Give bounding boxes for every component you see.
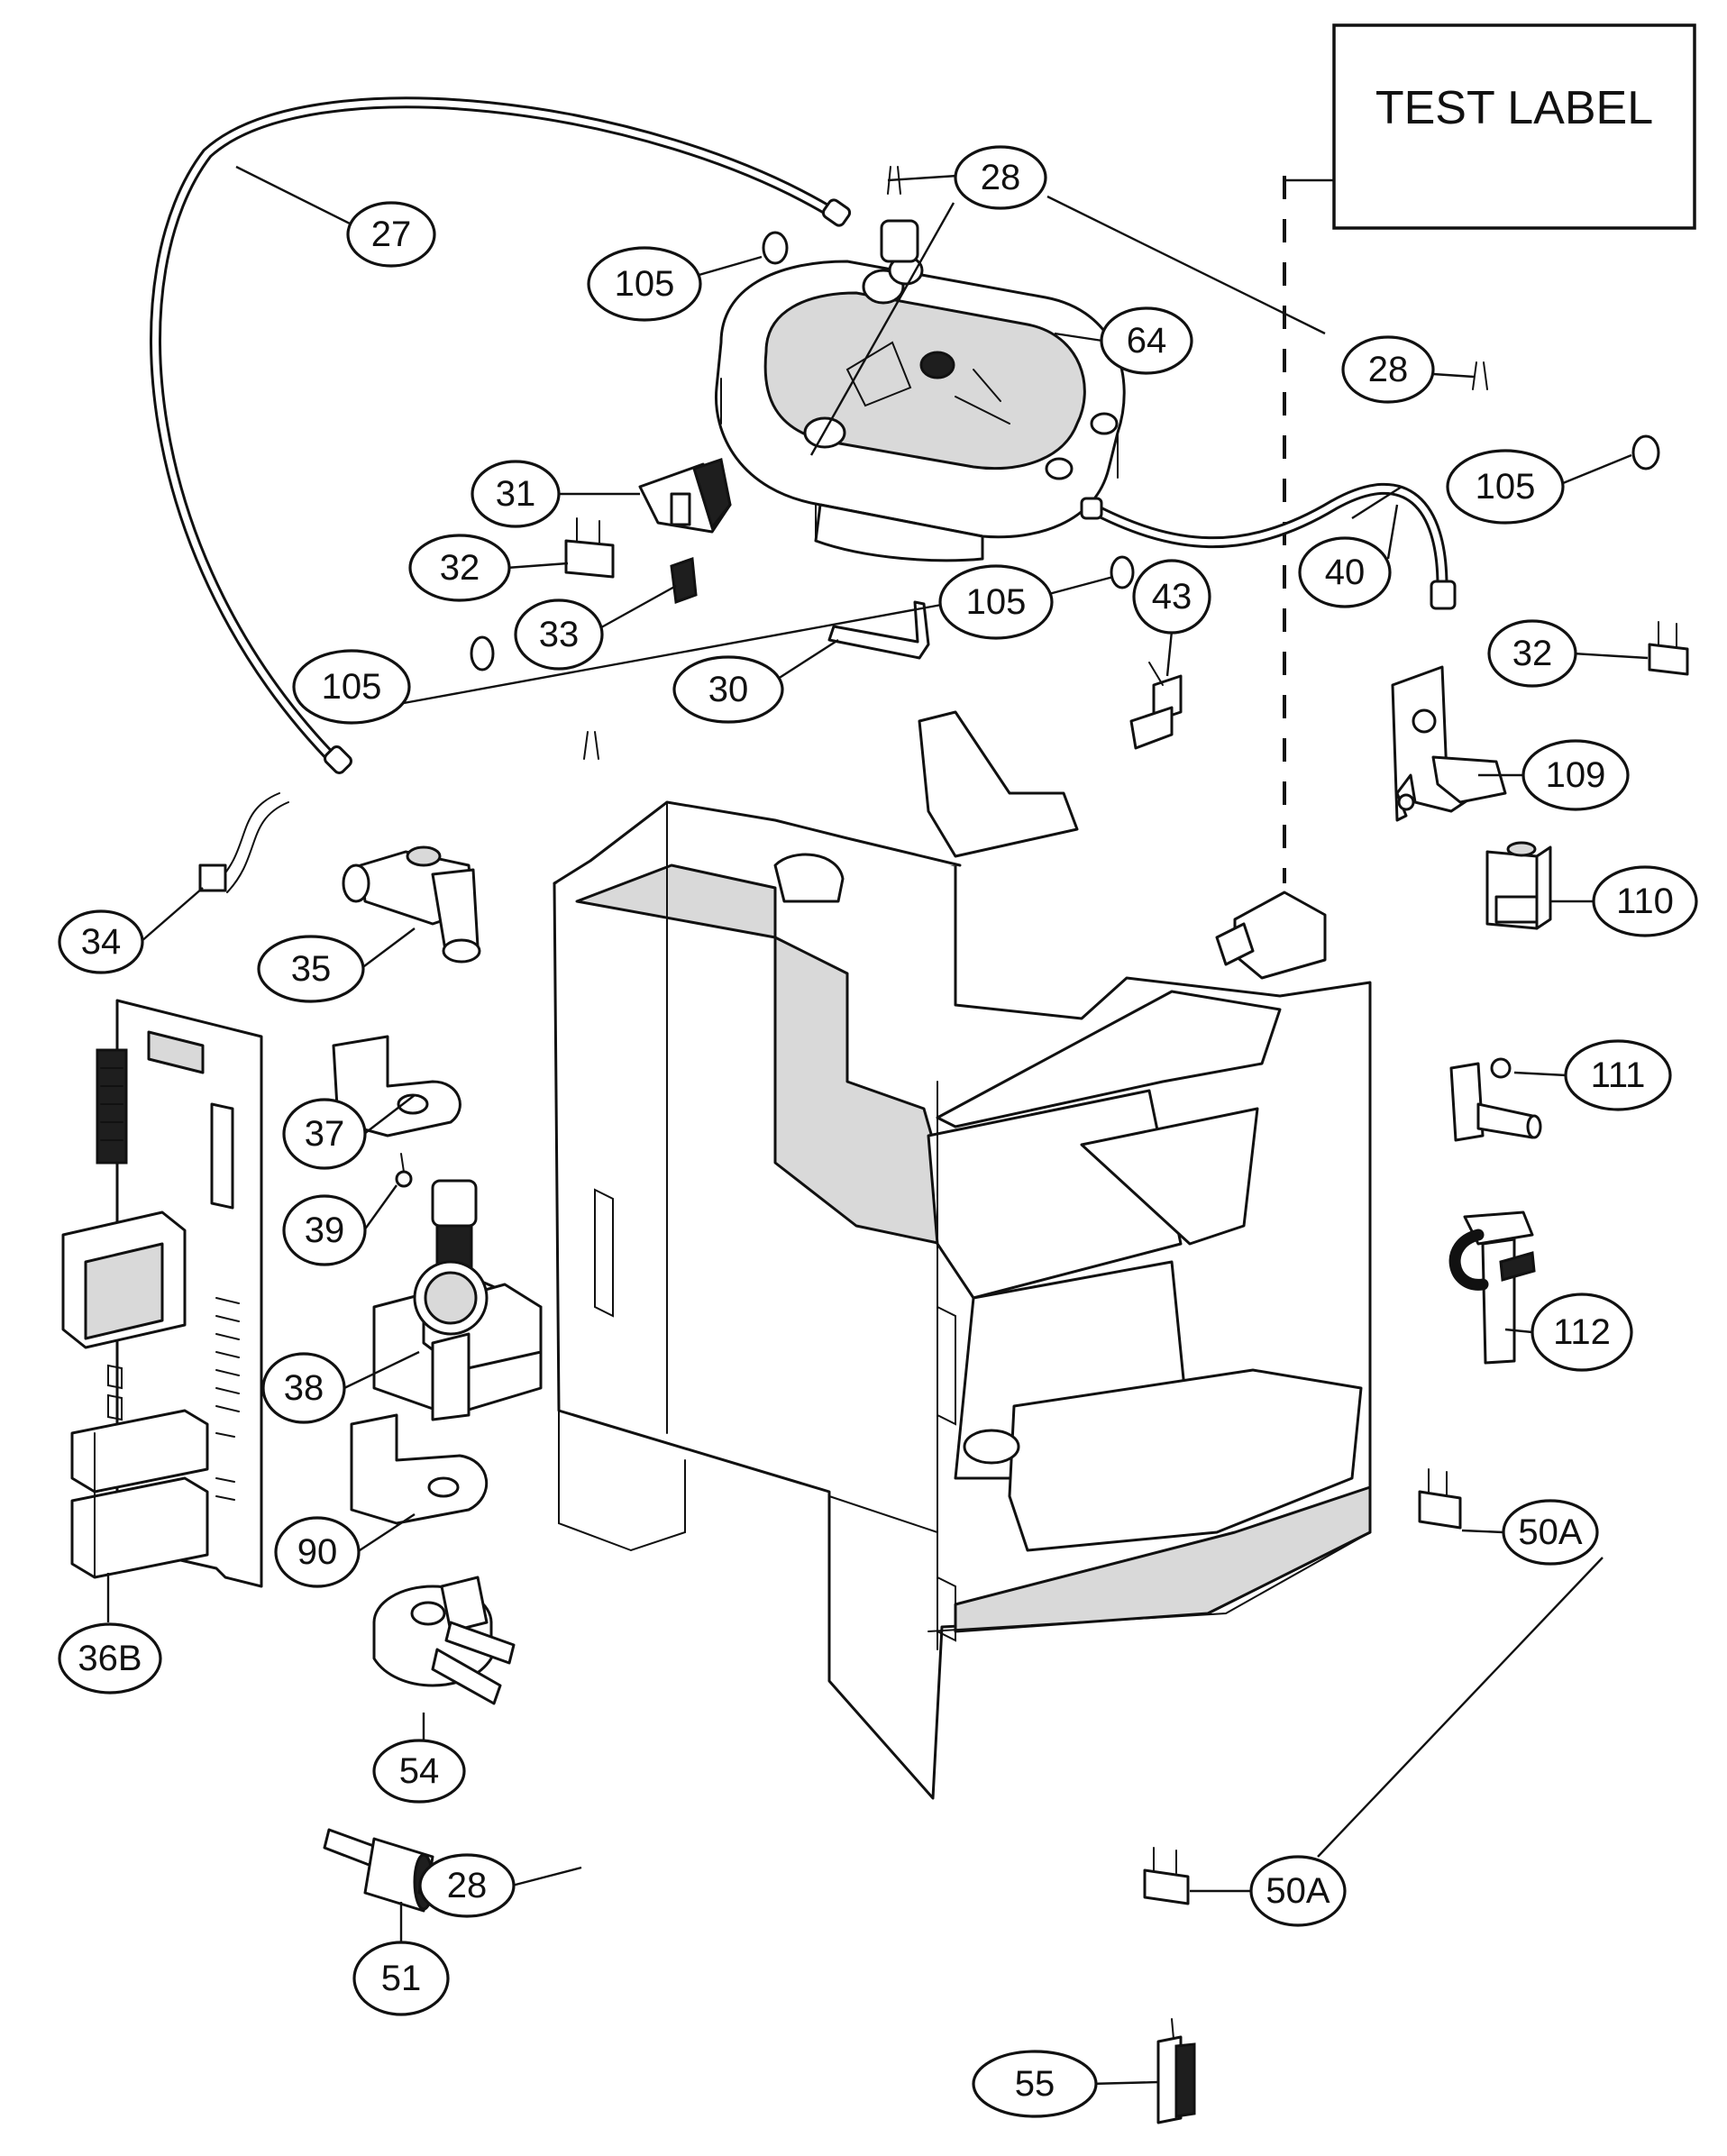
callout-105a-label: 105 (615, 264, 675, 304)
main-chassis-frame (553, 710, 1372, 1800)
callout-111: 111 (1564, 1039, 1672, 1111)
callout-50Ab-label: 50A (1266, 1871, 1330, 1911)
callout-36B: 36B (58, 1622, 162, 1695)
part-54-pressure-switch (372, 1576, 516, 1705)
callout-27-label: 27 (371, 215, 412, 254)
callout-28c: 28 (418, 1853, 516, 1918)
callout-112-label: 112 (1553, 1312, 1611, 1352)
callout-55: 55 (972, 2050, 1098, 2118)
part-105-oring-d (470, 635, 495, 671)
part-105-oring-c (1110, 555, 1135, 589)
callout-32a: 32 (408, 534, 511, 602)
callout-28b: 28 (1341, 335, 1435, 404)
callout-105b: 105 (1446, 449, 1565, 525)
callout-31-label: 31 (496, 474, 536, 514)
part-105-oring-a (762, 231, 789, 265)
part-36B-control-board (61, 999, 263, 1588)
part-28-clip-c (583, 731, 599, 760)
callout-90: 90 (274, 1516, 361, 1588)
callout-110: 110 (1592, 865, 1698, 937)
part-109-valve-bracket (1391, 665, 1507, 822)
callout-111-label: 111 (1591, 1055, 1646, 1095)
callout-109: 109 (1521, 739, 1630, 811)
callout-54-label: 54 (399, 1751, 440, 1791)
part-55-reed-switch (1156, 2018, 1196, 2124)
callout-51-label: 51 (381, 1959, 422, 1998)
callout-64: 64 (1100, 306, 1193, 375)
callout-105a: 105 (587, 246, 702, 322)
callout-40: 40 (1298, 536, 1392, 608)
callout-35: 35 (257, 935, 365, 1003)
part-27-tube (150, 96, 852, 774)
callout-50Ab: 50A (1249, 1855, 1347, 1927)
part-32-connector-a (564, 517, 615, 579)
callout-35-label: 35 (291, 949, 332, 989)
part-32-connector-b (1648, 621, 1689, 676)
callout-90-label: 90 (297, 1532, 338, 1572)
callout-105d: 105 (292, 649, 411, 725)
part-30-pin (827, 600, 930, 660)
part-111-valve (1449, 1057, 1542, 1142)
callout-28a-label: 28 (981, 158, 1021, 197)
part-43-switch (1129, 662, 1183, 750)
callout-55-label: 55 (1015, 2064, 1055, 2104)
callout-37: 37 (282, 1098, 367, 1170)
callout-105b-label: 105 (1476, 467, 1536, 507)
callout-32a-label: 32 (440, 548, 480, 588)
callout-105c: 105 (938, 564, 1054, 640)
callout-31: 31 (471, 460, 561, 528)
test-label-box: TEST LABEL (1283, 23, 1696, 883)
part-37-bracket (332, 1035, 461, 1137)
callout-43-label: 43 (1152, 577, 1192, 617)
callout-109-label: 109 (1546, 755, 1606, 795)
callout-30: 30 (672, 655, 784, 724)
part-50A-connector-b (1143, 1847, 1190, 1905)
test-label-text: TEST LABEL (1375, 82, 1653, 134)
callout-110-label: 110 (1616, 882, 1674, 921)
part-112-sensor (1448, 1210, 1536, 1365)
callout-28a: 28 (954, 145, 1047, 210)
leader-lines (106, 165, 1649, 2086)
callout-32b: 32 (1487, 619, 1577, 688)
callout-51: 51 (352, 1941, 450, 2016)
callout-36B-label: 36B (78, 1639, 142, 1678)
part-33-spring (670, 556, 698, 605)
callout-105d-label: 105 (322, 667, 382, 707)
part-110-solenoid (1485, 841, 1552, 930)
callout-38: 38 (261, 1352, 346, 1424)
callout-28b-label: 28 (1368, 350, 1409, 389)
part-64-boiler-housing (714, 219, 1126, 562)
callout-33: 33 (514, 598, 604, 671)
part-40-hose (1080, 482, 1457, 610)
part-31-microswitch (638, 458, 732, 534)
callout-64-label: 64 (1127, 321, 1167, 361)
callout-43: 43 (1132, 559, 1211, 635)
part-90-bracket (350, 1413, 489, 1525)
callout-34: 34 (58, 909, 144, 974)
part-28-clip-b (1472, 361, 1488, 390)
callout-33-label: 33 (539, 615, 580, 654)
part-34-wire-sensor (198, 792, 289, 893)
part-105-oring-b (1631, 434, 1660, 470)
callout-37-label: 37 (305, 1114, 345, 1154)
callout-39: 39 (282, 1194, 367, 1266)
callout-27: 27 (346, 201, 436, 268)
callout-39-label: 39 (305, 1210, 345, 1250)
part-39-thermal-fuse (395, 1153, 413, 1188)
callout-50Aa-label: 50A (1518, 1512, 1582, 1552)
callout-30-label: 30 (708, 670, 749, 709)
callout-34-label: 34 (81, 922, 122, 962)
callout-38-label: 38 (284, 1368, 324, 1408)
callout-50Aa: 50A (1502, 1499, 1599, 1566)
callout-112: 112 (1531, 1293, 1633, 1372)
callout-105c-label: 105 (966, 582, 1027, 622)
part-38-pump (372, 1179, 543, 1421)
callout-40-label: 40 (1325, 553, 1366, 592)
callout-28c-label: 28 (447, 1866, 488, 1905)
part-50A-connector-a (1418, 1468, 1462, 1530)
callout-54: 54 (372, 1739, 466, 1804)
callout-32b-label: 32 (1512, 634, 1553, 673)
part-35-elbow-valve (342, 845, 481, 964)
